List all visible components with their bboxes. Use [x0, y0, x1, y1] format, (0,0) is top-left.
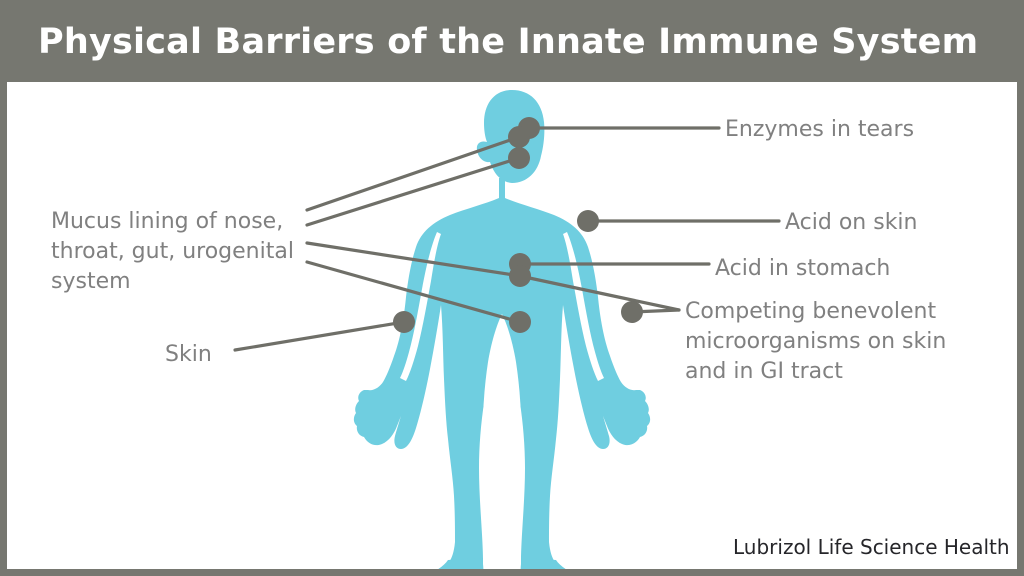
marker-urogenital [509, 311, 531, 333]
header-band [0, 0, 1024, 82]
label-competing-microorganisms: Competing benevolent microorganisms on s… [685, 299, 947, 384]
diagram-canvas: Enzymes in tears Acid on skin Acid in st… [7, 82, 1017, 569]
marker-hand-left [393, 311, 415, 333]
marker-hand-right [621, 301, 643, 323]
label-acid-in-stomach: Acid in stomach [715, 256, 891, 281]
label-acid-on-skin: Acid on skin [785, 210, 918, 235]
leader-mucus-nose [305, 135, 521, 212]
leader-lines [233, 126, 781, 352]
leader-mucus-throat [305, 156, 521, 227]
label-mucus-lining: Mucus lining of nose, throat, gut, uroge… [51, 209, 294, 294]
label-enzymes-in-tears: Enzymes in tears [725, 117, 915, 142]
marker-arm-skin [577, 210, 599, 232]
leader-skin [233, 320, 406, 352]
page-title: Physical Barriers of the Innate Immune S… [38, 22, 979, 62]
marker-nose [508, 126, 530, 148]
footer-brand: Lubrizol Life Science Health [733, 535, 1010, 559]
leader-competing-a [518, 274, 681, 312]
leader-mucus-gut [305, 241, 522, 278]
leader-mucus-uro [305, 260, 522, 324]
diagram-svg [233, 90, 781, 569]
label-skin: Skin [165, 342, 212, 367]
marker-dots [393, 117, 643, 333]
marker-throat [508, 147, 530, 169]
marker-gut [509, 265, 531, 287]
